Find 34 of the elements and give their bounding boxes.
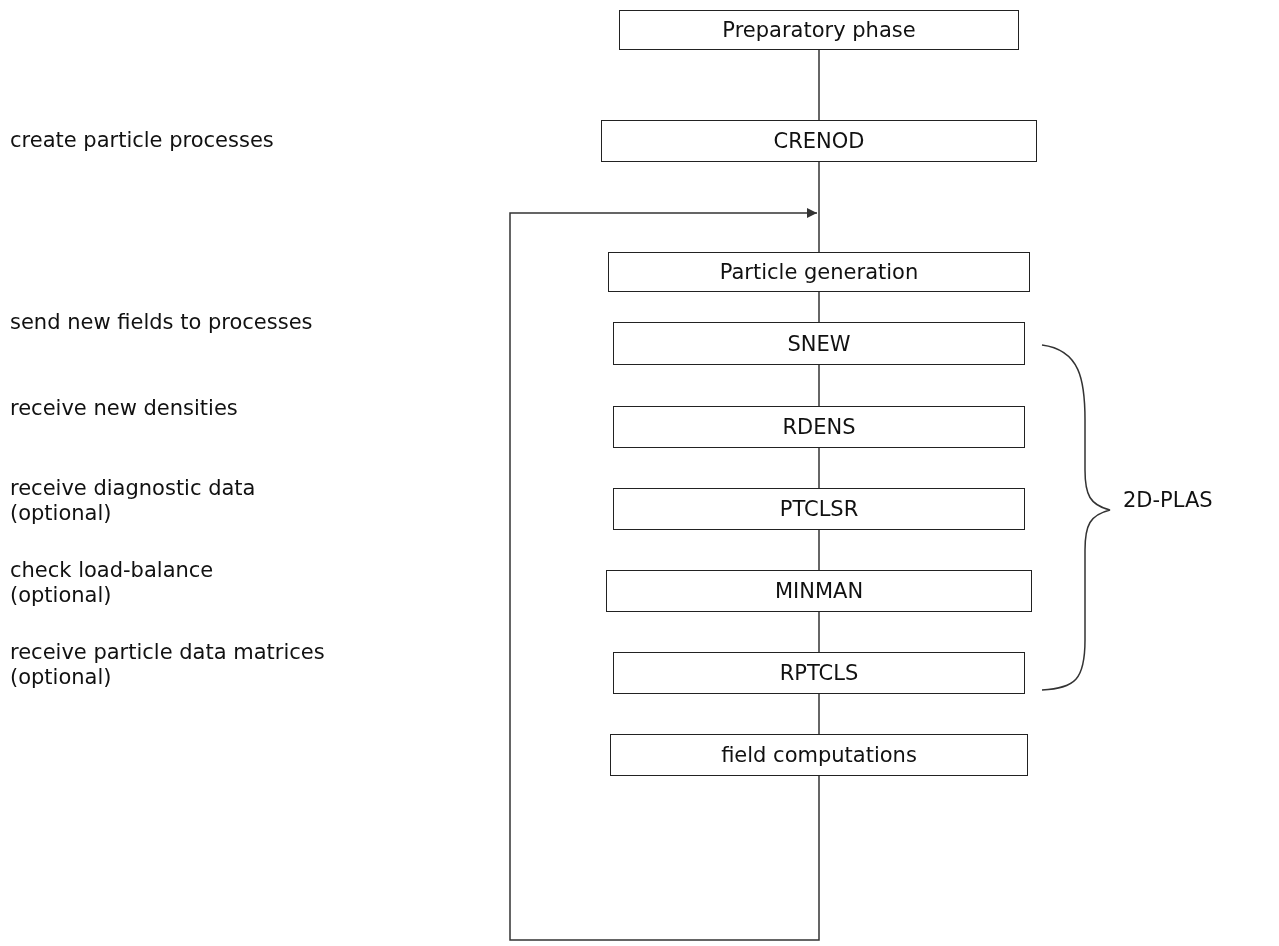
connector-line [818, 447, 820, 489]
box-label: PTCLSR [779, 497, 859, 521]
step-description: receive particle data matrices (optional) [10, 640, 326, 690]
process-box [619, 10, 1019, 50]
connector-line [818, 364, 820, 407]
process-box [613, 488, 1025, 530]
process-box [601, 120, 1037, 162]
process-box [613, 652, 1025, 694]
box-label: MINMAN [774, 579, 864, 603]
connector-line [818, 611, 820, 653]
step-description: check load-balance (optional) [10, 558, 215, 608]
process-box [606, 570, 1032, 612]
connector-line [818, 291, 820, 323]
arrow [509, 208, 820, 941]
box-label: RDENS [782, 415, 856, 439]
step-description: receive new densities [10, 396, 239, 421]
step-description: 2D-PLAS [1123, 488, 1214, 513]
connector-line [818, 529, 820, 571]
box-label: CRENOD [773, 129, 865, 153]
box-label: Particle generation [719, 260, 919, 284]
connector-line [818, 161, 820, 253]
step-description: send new fields to processes [10, 310, 314, 335]
connector-line [818, 49, 820, 121]
process-box [613, 406, 1025, 448]
step-description: receive diagnostic data (optional) [10, 476, 257, 526]
process-box [613, 322, 1025, 365]
process-box [610, 734, 1028, 776]
box-label: SNEW [787, 331, 851, 356]
box-label: field computations [721, 743, 917, 767]
connector-line [818, 693, 820, 735]
process-box [608, 252, 1030, 292]
box-label: RPTCLS [779, 661, 859, 685]
box-label: Preparatory phase [722, 18, 916, 42]
step-description: create particle processes [10, 128, 275, 153]
